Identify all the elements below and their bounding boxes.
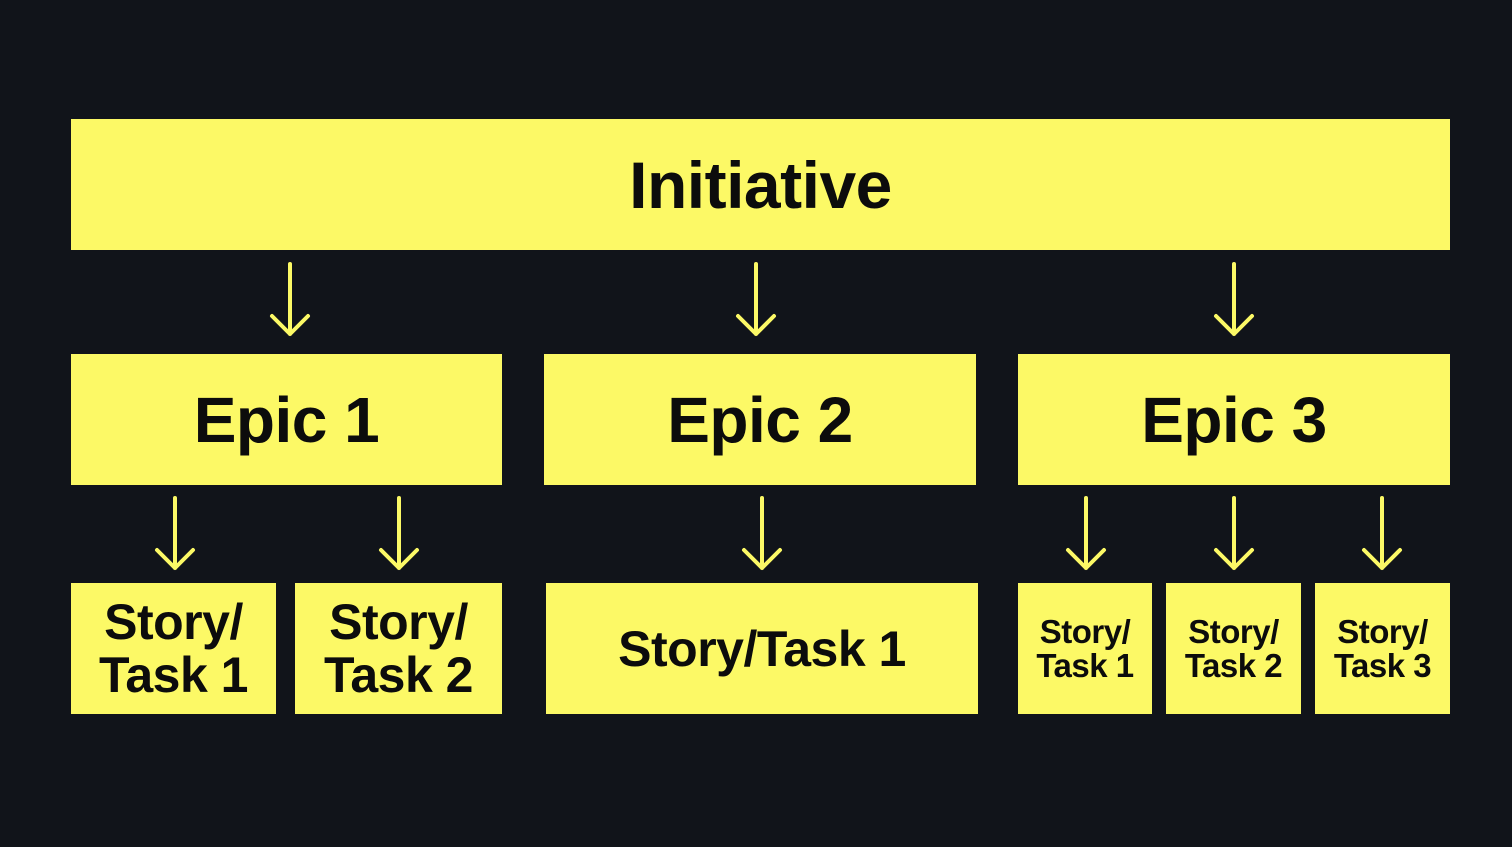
arrow-down-icon xyxy=(1214,496,1254,570)
epic-1-box: Epic 1 xyxy=(71,354,502,485)
story-label-line1: Story/ xyxy=(1039,612,1131,650)
story-label-line1: Story/ xyxy=(104,593,243,650)
arrow-down-icon xyxy=(1362,496,1402,570)
arrow-down-icon xyxy=(736,262,776,336)
arrow-down-icon xyxy=(1214,262,1254,336)
epic-3-story-3-box: Story/ Task 3 xyxy=(1315,583,1450,714)
arrow-down-icon xyxy=(155,496,195,570)
epic-2-label: Epic 2 xyxy=(667,383,853,456)
story-label-line1: Story/ xyxy=(329,593,468,650)
epic-1-story-2-box: Story/ Task 2 xyxy=(295,583,502,714)
arrow-down-icon xyxy=(379,496,419,570)
arrow-down-icon xyxy=(270,262,310,336)
story-label-line2: Task 2 xyxy=(1184,646,1283,684)
epic-1-story-1-box: Story/ Task 1 xyxy=(71,583,276,714)
epic-3-box: Epic 3 xyxy=(1018,354,1450,485)
arrow-down-icon xyxy=(1066,496,1106,570)
arrow-down-icon xyxy=(742,496,782,570)
epic-2-box: Epic 2 xyxy=(544,354,976,485)
story-label-line1: Story/ xyxy=(1188,612,1279,650)
epic-3-label: Epic 3 xyxy=(1141,383,1327,456)
epic-1-label: Epic 1 xyxy=(193,383,380,456)
epic-2-story-1-box: Story/Task 1 xyxy=(546,583,978,714)
initiative-label: Initiative xyxy=(629,147,892,222)
story-label-line2: Task 1 xyxy=(99,646,248,703)
epic-3-story-1-box: Story/ Task 1 xyxy=(1018,583,1152,714)
story-label-line2: Task 2 xyxy=(324,646,473,703)
epic-3-story-2-box: Story/ Task 2 xyxy=(1166,583,1301,714)
story-label-line2: Task 3 xyxy=(1333,646,1432,684)
story-label-line1: Story/ xyxy=(1337,612,1428,650)
story-label: Story/Task 1 xyxy=(618,620,906,677)
initiative-box: Initiative xyxy=(71,119,1450,250)
story-label-line2: Task 1 xyxy=(1036,646,1134,684)
